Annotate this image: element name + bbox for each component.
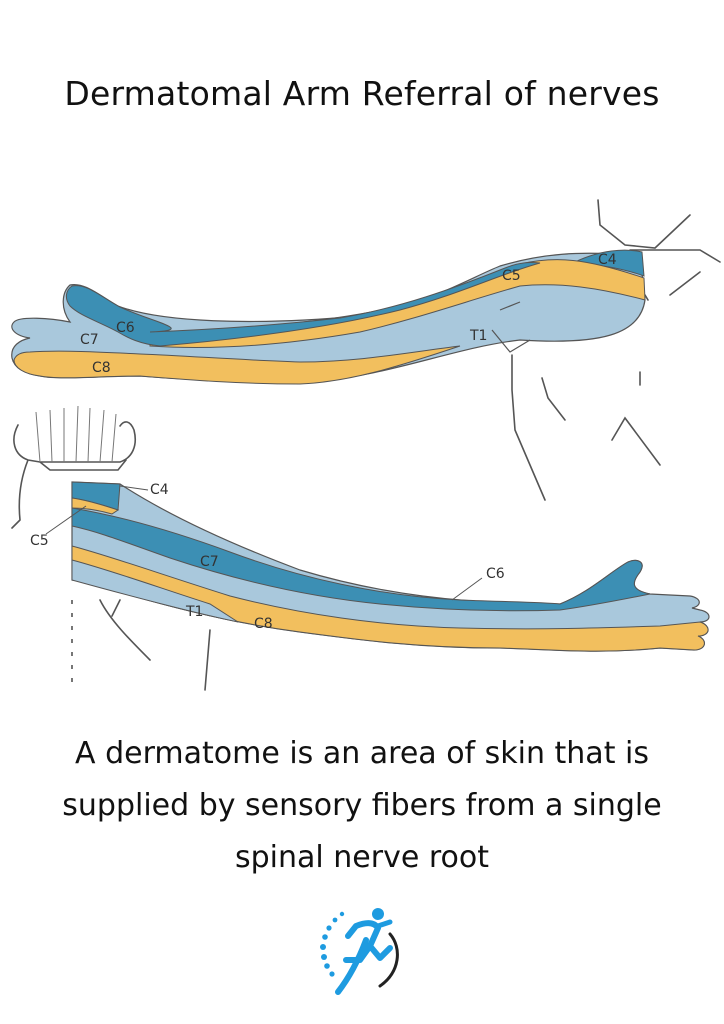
bottom-arm: C4 C5 C6 C7 C8 T1 bbox=[11, 405, 710, 691]
bottom-pointer-lines bbox=[45, 485, 483, 601]
top-torso-outline bbox=[511, 199, 721, 501]
bottom-label-c5: C5 bbox=[30, 533, 49, 549]
bottom-head-outline bbox=[11, 421, 151, 661]
bottom-torso-outline bbox=[111, 599, 211, 691]
top-label-c7: C7 bbox=[80, 332, 99, 348]
running-person-icon bbox=[320, 908, 399, 995]
dermatome-arm-diagram: C4 C5 C6 C7 C8 T1 bbox=[11, 199, 721, 691]
bottom-label-c7: C7 bbox=[200, 554, 219, 570]
page-title: Dermatomal Arm Referral of nerves bbox=[64, 74, 660, 113]
bottom-c5-region bbox=[71, 497, 120, 515]
bottom-label-t1: T1 bbox=[185, 604, 203, 620]
bottom-hair-strokes bbox=[35, 405, 117, 463]
top-label-c4: C4 bbox=[598, 252, 617, 268]
top-arm: C4 C5 C6 C7 C8 T1 bbox=[11, 199, 721, 501]
top-c6-region bbox=[65, 262, 541, 347]
top-label-c8: C8 bbox=[92, 360, 111, 376]
bottom-c6-region bbox=[71, 507, 651, 612]
bottom-t1-region bbox=[71, 559, 239, 623]
top-label-c5: C5 bbox=[502, 268, 521, 284]
bottom-label-c4: C4 bbox=[150, 482, 169, 498]
top-c8-region bbox=[13, 345, 461, 385]
bottom-label-c6: C6 bbox=[486, 566, 505, 582]
top-label-c6: C6 bbox=[116, 320, 135, 336]
top-label-t1: T1 bbox=[469, 328, 487, 344]
bottom-label-c8: C8 bbox=[254, 616, 273, 632]
top-t1-boundary bbox=[491, 301, 531, 353]
bottom-c8-region bbox=[71, 545, 709, 652]
dermatome-definition: A dermatome is an area of skin that is s… bbox=[62, 736, 662, 875]
